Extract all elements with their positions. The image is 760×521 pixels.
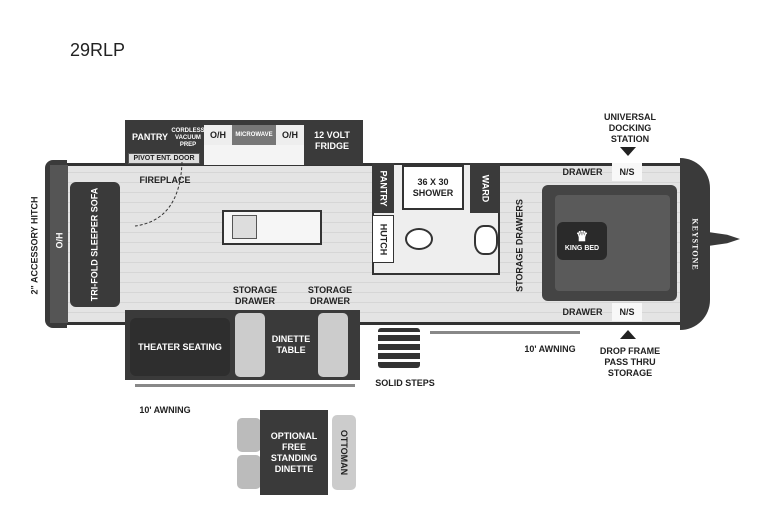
keystone-logo: KEYSTONE (690, 217, 700, 271)
crown-icon: ♛ (575, 227, 589, 244)
fridge: 12 VOLT FRIDGE (314, 130, 350, 151)
sink (232, 215, 257, 239)
sleeper-sofa: TRI-FOLD SLEEPER SOFA (70, 182, 120, 307)
drop-frame-label: DROP FRAME PASS THRU STORAGE (599, 346, 661, 378)
door-swing-arc (134, 161, 183, 227)
hutch: HUTCH (372, 215, 394, 263)
fireplace-label: FIREPLACE (139, 175, 191, 185)
drop-frame-arrow (620, 330, 636, 339)
pantry-side-label: PANTRY (378, 170, 389, 206)
sofa-label: TRI-FOLD SLEEPER SOFA (89, 187, 100, 302)
accessory-hitch-label: 2" ACCESSORY HITCH (29, 196, 40, 295)
awning-left-bar (135, 384, 355, 387)
ottoman-label: OTTOMAN (339, 429, 350, 476)
entry-steps (378, 328, 420, 368)
kitchen-counter (204, 145, 304, 165)
shower: 36 X 30 SHOWER (402, 165, 464, 210)
docking-station-arrow (620, 147, 636, 156)
model-title: 29RLP (70, 40, 126, 60)
bathroom-sink-icon (474, 225, 498, 255)
pantry-side: PANTRY (372, 163, 394, 213)
oh-cabinet-1: O/H (204, 125, 232, 145)
storage-drawers-label: STORAGE DRAWERS (514, 199, 525, 292)
docking-station-label: UNIVERSAL DOCKING STATION (603, 112, 656, 144)
king-bed-label: KING BED (564, 244, 600, 252)
ns-bottom: N/S (612, 303, 642, 321)
solid-steps-label: SOLID STEPS (375, 378, 435, 388)
pantry-top: PANTRY (132, 132, 168, 142)
ward-label: WARD (480, 174, 491, 202)
optional-dinette-table: OPTIONAL FREE STANDING DINETTE (260, 410, 328, 495)
hutch-label: HUTCH (378, 223, 389, 255)
dinette-bench-2 (318, 313, 348, 377)
wardrobe: WARD (470, 163, 500, 213)
drawer-bottom: DRAWER (562, 306, 603, 317)
awning-left-label: 10' AWNING (139, 405, 191, 415)
rear-oh-label: O/H (54, 232, 65, 249)
ns-top: N/S (612, 163, 642, 181)
microwave: MICROWAVE (232, 125, 276, 145)
toilet-icon (405, 228, 433, 250)
drawer-top: DRAWER (562, 166, 603, 177)
hitch (708, 232, 740, 246)
cordless-vacuum-prep: CORDLESS VACUUM PREP (171, 127, 205, 148)
optional-chair-1 (237, 418, 261, 452)
optional-chair-2 (237, 455, 261, 489)
theater-seating: THEATER SEATING (130, 318, 230, 376)
storage-drawer-2-label: STORAGE DRAWER (307, 285, 353, 306)
dinette-bench-1 (235, 313, 265, 377)
awning-right-bar (430, 331, 580, 334)
dinette-table: DINETTE TABLE (271, 334, 311, 355)
pivot-entry-door: PIVOT ENT. DOOR (128, 153, 200, 164)
oh-cabinet-2: O/H (276, 125, 304, 145)
storage-drawer-1-label: STORAGE DRAWER (232, 285, 278, 306)
front-cap: KEYSTONE (680, 158, 710, 330)
king-bed-badge: ♛ KING BED (557, 222, 607, 260)
awning-right-label: 10' AWNING (524, 344, 576, 354)
rear-oh-cabinet (50, 165, 68, 323)
ottoman: OTTOMAN (332, 415, 356, 490)
